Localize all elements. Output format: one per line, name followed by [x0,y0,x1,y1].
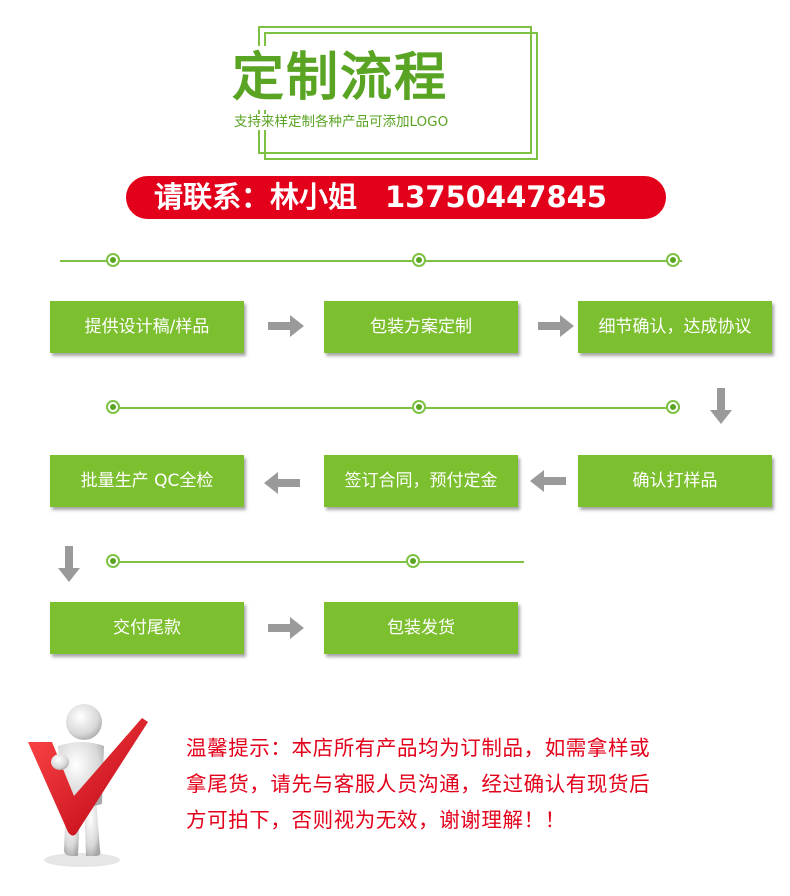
contact-phone: 13750447845 [385,180,607,214]
timeline-dot [412,253,426,267]
checkmark-person-icon [28,704,148,867]
timeline-line [110,561,524,563]
arrow-down-icon [58,546,80,582]
step-1-box: 提供设计稿/样品 [50,301,244,353]
timeline-dot [106,400,120,414]
contact-label: 请联系：林小姐 [154,180,358,214]
step-3-box: 细节确认，达成协议 [578,301,772,353]
timeline-dot [666,400,680,414]
notice-line: 拿尾货，请先与客服人员沟通，经过确认有现货后 [186,772,651,796]
step-2-box: 包装方案定制 [324,301,518,353]
timeline-line [110,407,680,409]
arrow-down-icon [710,388,732,424]
page-title: 定制流程 [232,46,478,110]
arrow-right-icon [538,315,574,337]
step-7-box: 交付尾款 [50,602,244,654]
timeline-dot [666,253,680,267]
notice-line: 方可拍下，否则视为无效，谢谢理解！！ [186,808,566,832]
notice-text: 温馨提示：本店所有产品均为订制品，如需拿样或 拿尾货，请先与客服人员沟通，经过确… [186,730,756,838]
notice-line: 温馨提示：本店所有产品均为订制品，如需拿样或 [186,736,651,760]
arrow-right-icon [268,315,304,337]
timeline-dot [412,400,426,414]
timeline-dot [106,253,120,267]
step-8-box: 包装发货 [324,602,518,654]
step-6-box: 批量生产 QC全检 [50,455,244,507]
step-5-box: 签订合同，预付定金 [324,455,518,507]
contact-banner: 请联系：林小姐 13750447845 [126,176,666,219]
timeline-line [60,260,682,262]
timeline-dot [406,554,420,568]
arrow-left-icon [530,470,566,492]
arrow-left-icon [264,472,300,494]
page-subtitle: 支持来样定制各种产品可添加LOGO [234,114,453,130]
step-4-box: 确认打样品 [578,455,772,507]
arrow-right-icon [268,617,304,639]
timeline-dot [106,554,120,568]
